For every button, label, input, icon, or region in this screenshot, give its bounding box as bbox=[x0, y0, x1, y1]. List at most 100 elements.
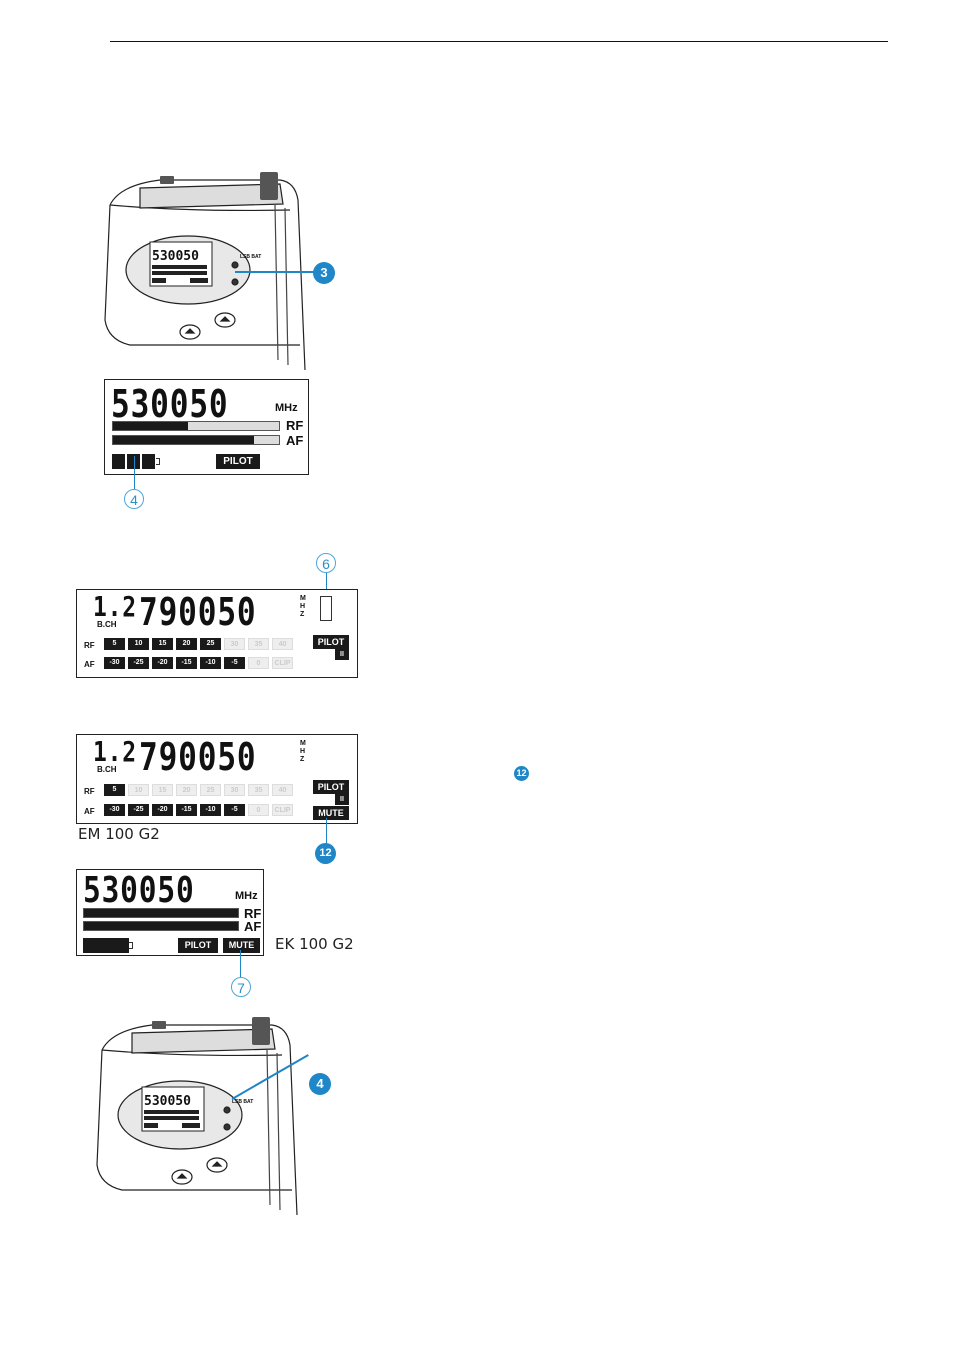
leader-4 bbox=[134, 456, 135, 489]
leader-3 bbox=[235, 271, 315, 273]
scan-icon bbox=[320, 596, 332, 621]
pilot-indicator: PILOT bbox=[313, 780, 349, 794]
level-cell: 10 bbox=[128, 638, 149, 650]
level-cell: CLIP bbox=[272, 804, 293, 816]
header-rule bbox=[110, 41, 888, 42]
level-cell: 25 bbox=[200, 784, 221, 796]
level-cell: 20 bbox=[176, 784, 197, 796]
level-cell: -15 bbox=[176, 657, 197, 669]
pilot-indicator: PILOT bbox=[313, 635, 349, 649]
pilot-indicator: PILOT bbox=[216, 454, 260, 469]
callout-4: 4 bbox=[124, 489, 144, 509]
level-cell: -10 bbox=[200, 657, 221, 669]
svg-text:LSB BAT: LSB BAT bbox=[240, 254, 261, 260]
battery-icon bbox=[112, 454, 160, 469]
af-row-label: AF bbox=[84, 807, 95, 816]
level-cell: 5 bbox=[104, 784, 125, 796]
af-label: AF bbox=[286, 433, 304, 448]
level-cell: 10 bbox=[128, 784, 149, 796]
mini-freq: 530050 bbox=[152, 249, 199, 264]
mhz-vertical-z: Z bbox=[300, 756, 305, 763]
level-cell: -5 bbox=[224, 657, 245, 669]
leader-6 bbox=[326, 573, 327, 593]
display-lcd-1: 530050 MHz RF AF PILOT bbox=[104, 379, 309, 475]
callout-6: 6 bbox=[316, 553, 336, 573]
callout-12-inline: 12 bbox=[514, 766, 529, 781]
mute-indicator: MUTE bbox=[313, 806, 349, 820]
level-cell: 20 bbox=[176, 638, 197, 650]
callout-7: 7 bbox=[231, 977, 251, 997]
svg-text:LSB BAT: LSB BAT bbox=[232, 1099, 253, 1105]
af-bar bbox=[83, 921, 239, 931]
level-cell: -25 bbox=[128, 804, 149, 816]
level-cell: 30 bbox=[224, 638, 245, 650]
level-cell: 40 bbox=[272, 784, 293, 796]
level-cell: 15 bbox=[152, 784, 173, 796]
level-cell: -10 bbox=[200, 804, 221, 816]
rf-bar bbox=[112, 421, 280, 431]
model-label-em: EM 100 G2 bbox=[78, 825, 160, 843]
level-cell: 30 bbox=[224, 784, 245, 796]
mhz-vertical-h: H bbox=[300, 603, 306, 610]
level-cell: -30 bbox=[104, 657, 125, 669]
rf-label: RF bbox=[244, 906, 262, 921]
mhz-vertical-z: Z bbox=[300, 611, 305, 618]
rf-row-label: RF bbox=[84, 641, 95, 650]
level-cell: -5 bbox=[224, 804, 245, 816]
level-cell: 0 bbox=[248, 657, 269, 669]
bank-channel: 1.2 bbox=[93, 735, 137, 768]
af-bar bbox=[112, 435, 280, 445]
level-cell: 5 bbox=[104, 638, 125, 650]
level-cell: -30 bbox=[104, 804, 125, 816]
rf-label: RF bbox=[286, 418, 304, 433]
battery-icon bbox=[83, 938, 133, 953]
bank-channel-label: B.CH bbox=[97, 765, 117, 774]
mhz-label: MHz bbox=[235, 890, 258, 902]
callout-3: 3 bbox=[313, 262, 335, 284]
rf-bar bbox=[83, 908, 239, 918]
receiver-illustration-bottom: 530050 LSB BAT bbox=[96, 1017, 298, 1215]
mhz-label: MHz bbox=[275, 402, 298, 414]
level-cell: -15 bbox=[176, 804, 197, 816]
frequency-readout: 530050 bbox=[111, 382, 229, 426]
level-cell: 15 bbox=[152, 638, 173, 650]
mhz-vertical-m: M bbox=[300, 595, 306, 602]
level-cell: 40 bbox=[272, 638, 293, 650]
level-cell: -20 bbox=[152, 657, 173, 669]
level-cell: CLIP bbox=[272, 657, 293, 669]
mhz-vertical-h: H bbox=[300, 748, 306, 755]
svg-text:530050: 530050 bbox=[144, 1094, 191, 1109]
callout-4b: 4 bbox=[309, 1073, 331, 1095]
model-label-ek: EK 100 G2 bbox=[275, 935, 354, 953]
level-cell: -20 bbox=[152, 804, 173, 816]
frequency-readout: 790050 bbox=[139, 735, 257, 779]
level-cell: 35 bbox=[248, 638, 269, 650]
frequency-readout: 530050 bbox=[83, 870, 195, 911]
display-lcd-4: 530050 MHz RF AF PILOT MUTE bbox=[76, 869, 264, 956]
rf-row-label: RF bbox=[84, 787, 95, 796]
af-label: AF bbox=[244, 919, 262, 934]
af-row-label: AF bbox=[84, 660, 95, 669]
level-cell: -25 bbox=[128, 657, 149, 669]
receiver-illustration-top: 530050 LSB BAT bbox=[104, 172, 306, 370]
mhz-vertical-m: M bbox=[300, 740, 306, 747]
level-cell: 35 bbox=[248, 784, 269, 796]
mute-indicator: MUTE bbox=[223, 938, 260, 953]
bank-channel-label: B.CH bbox=[97, 620, 117, 629]
frequency-readout: 790050 bbox=[139, 590, 257, 634]
pilot-indicator: PILOT bbox=[178, 938, 218, 953]
level-cell: 0 bbox=[248, 804, 269, 816]
leader-7 bbox=[240, 950, 241, 977]
bank-channel: 1.2 bbox=[93, 590, 137, 623]
callout-12: 12 bbox=[315, 843, 336, 864]
level-cell: 25 bbox=[200, 638, 221, 650]
leader-12 bbox=[326, 818, 327, 844]
pilot-sub: II bbox=[335, 649, 349, 660]
pilot-sub: II bbox=[335, 794, 349, 805]
